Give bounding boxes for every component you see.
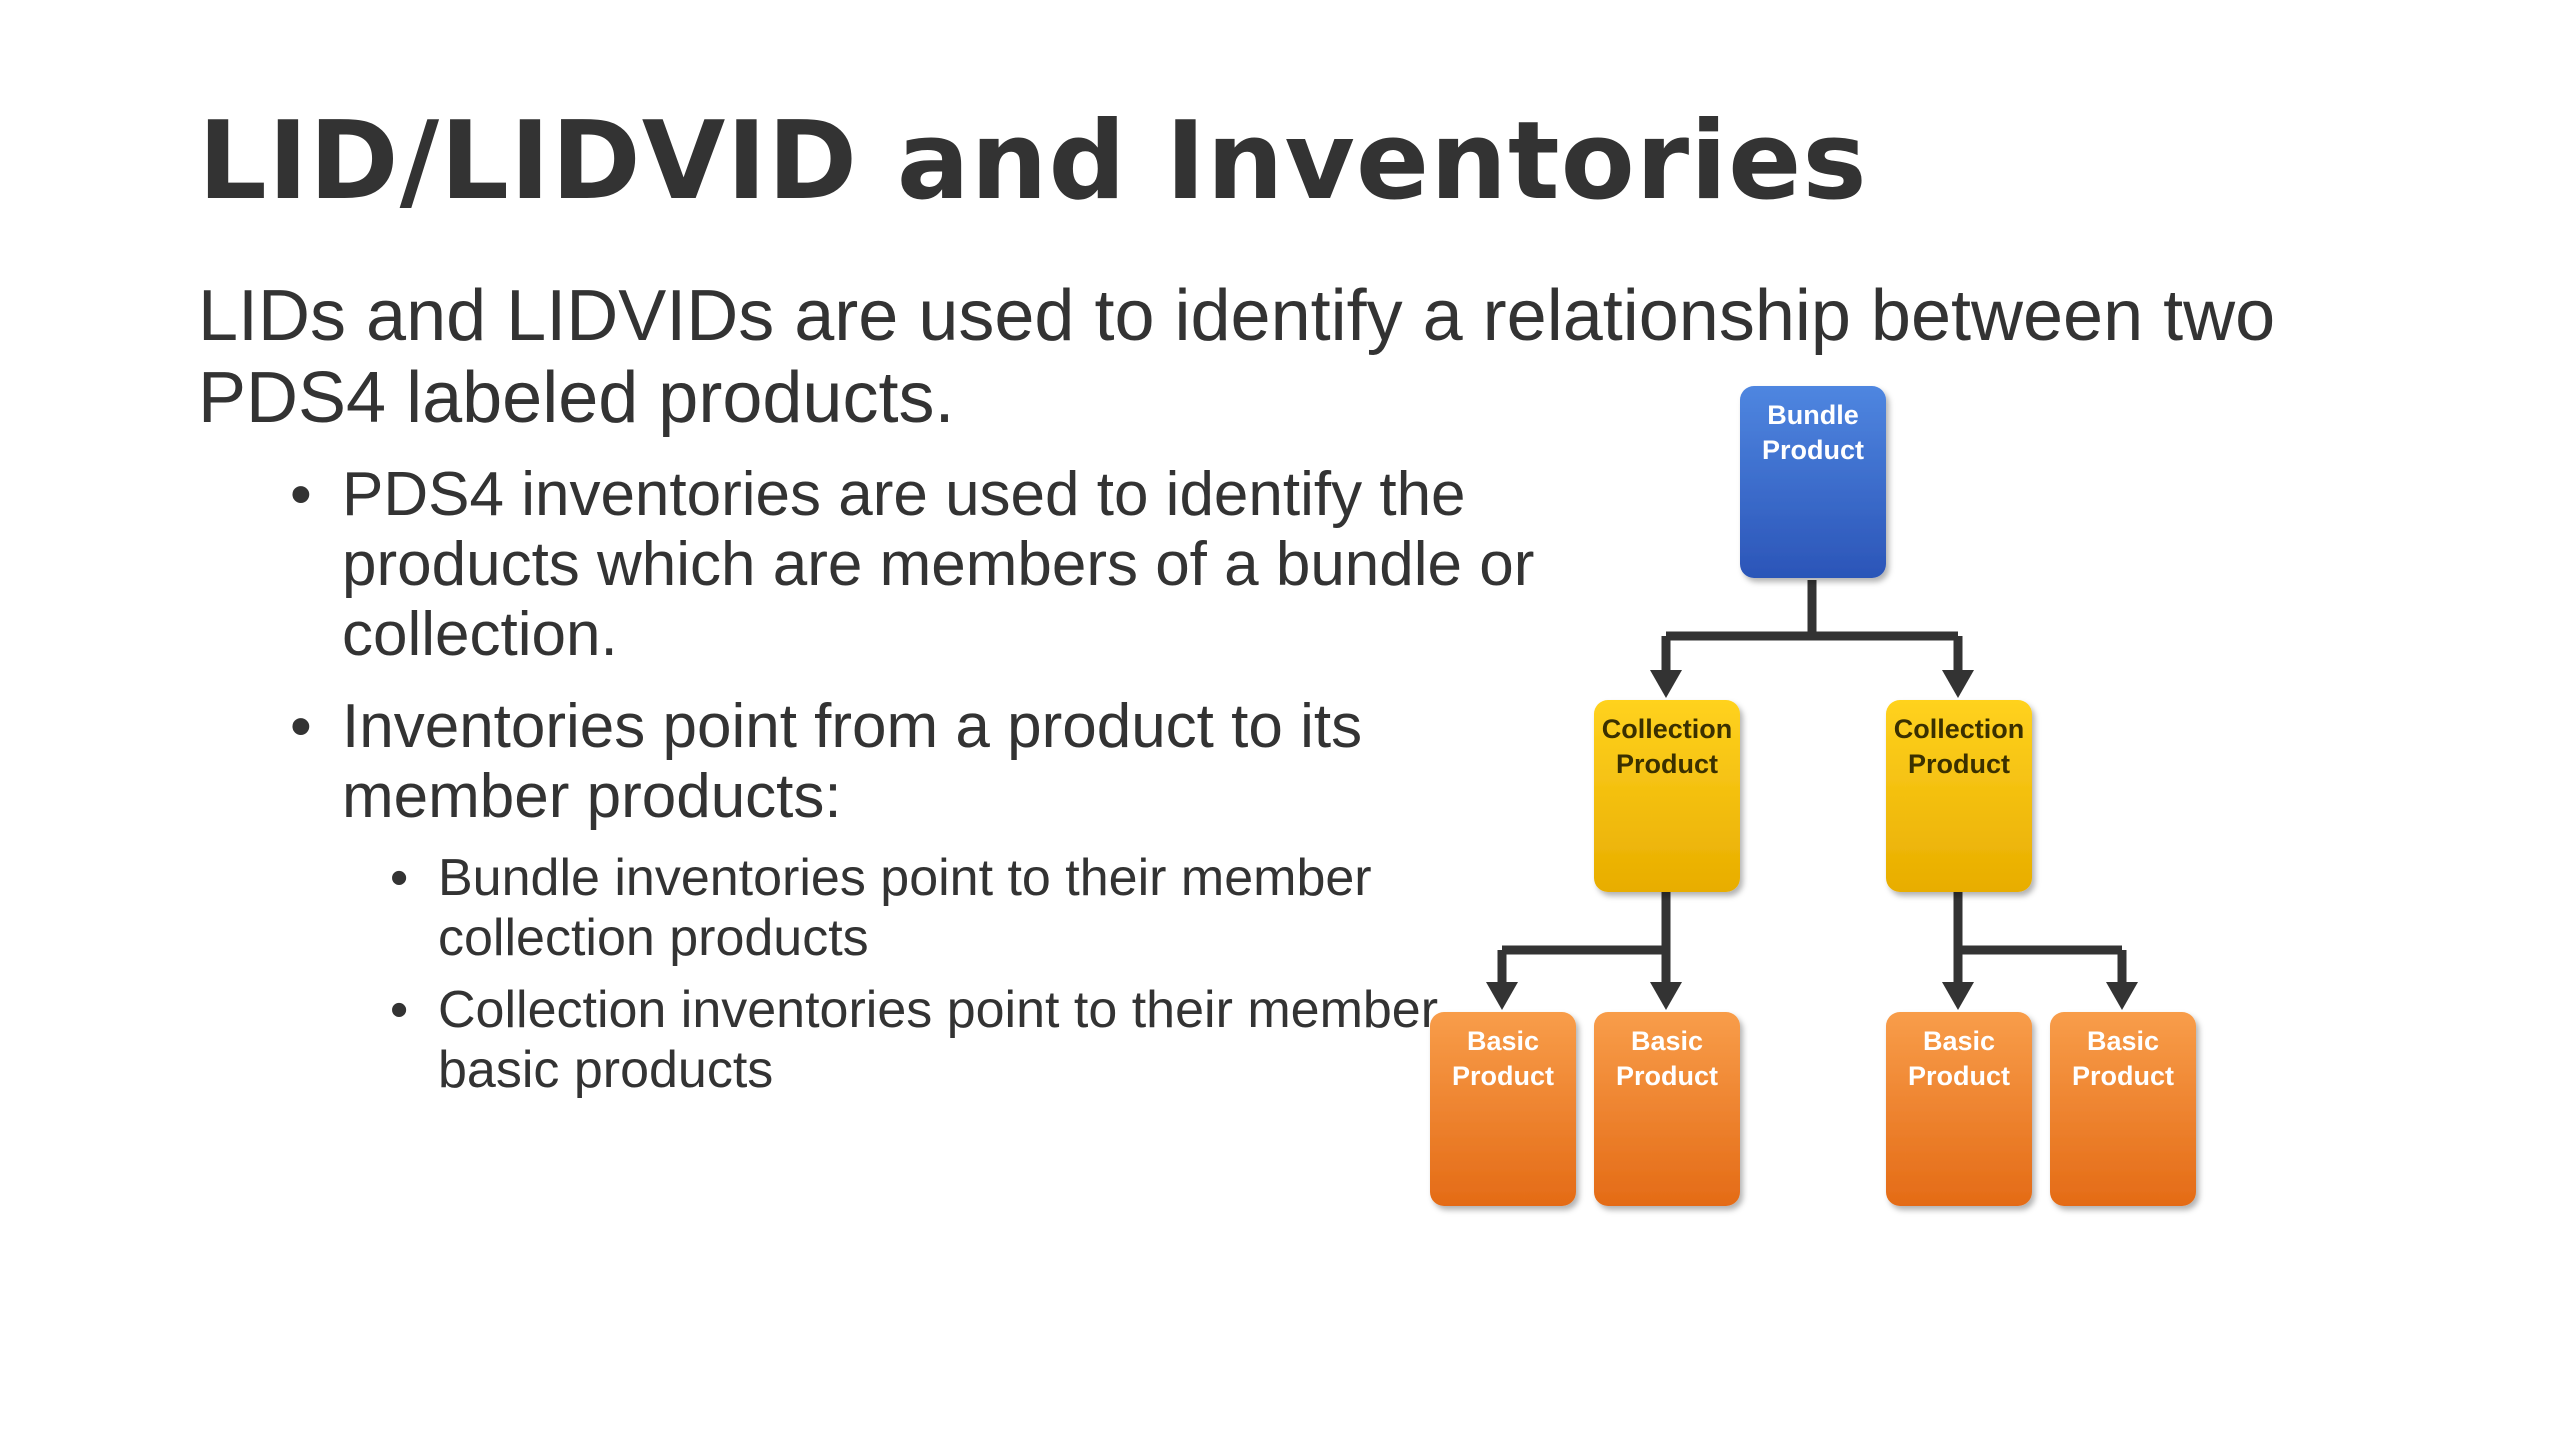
basic-node: Basic Product [2050,1012,2196,1206]
bullet-glyph: • [290,460,312,529]
collection-node: Collection Product [1886,700,2032,892]
node-label: Collection [1602,714,1733,744]
bullet-list: • PDS4 inventories are used to identify … [290,460,1550,854]
connector-bundle-to-collections [1661,580,1963,678]
list-item: • Inventories point from a product to it… [290,692,1550,832]
connector-collection-2-to-basics [1953,890,2127,990]
list-item: • PDS4 inventories are used to identify … [290,460,1550,670]
node-label: Product [1616,1061,1718,1091]
node-label: Product [1616,749,1718,779]
collection-node: Collection Product [1594,700,1740,892]
bullet-glyph: • [290,692,312,761]
bullet-text: PDS4 inventories are used to identify th… [342,460,1535,669]
arrowhead [1650,982,1682,1010]
arrowhead [1486,982,1518,1010]
node-label: Basic [1631,1026,1703,1056]
node-label: Collection [1894,714,2025,744]
connector-collection-1-to-basics [1497,890,1671,990]
bundle-node: Bundle Product [1740,386,1886,578]
sub-bullet-text: Collection inventories point to their me… [438,981,1439,1099]
node-label: Product [1908,749,2010,779]
connectors [1497,580,2127,990]
intro-text: LIDs and LIDVIDs are used to identify a … [198,276,2276,438]
list-item: • Bundle inventories point to their memb… [390,848,1450,968]
node-label: Product [1762,435,1864,465]
node-label: Product [1452,1061,1554,1091]
node-label: Product [2072,1061,2174,1091]
basic-node: Basic Product [1594,1012,1740,1206]
arrowhead [1650,670,1682,698]
basic-node: Basic Product [1430,1012,1576,1206]
arrowhead [1942,670,1974,698]
bullet-glyph: • [390,981,409,1039]
bullet-glyph: • [390,849,409,907]
node-label: Product [1908,1061,2010,1091]
bullet-text: Inventories point from a product to its … [342,692,1363,831]
sub-bullet-text: Bundle inventories point to their member… [438,849,1372,967]
sub-bullet-list: • Bundle inventories point to their memb… [390,848,1450,1112]
list-item: • Collection inventories point to their … [390,980,1450,1100]
node-label: Basic [1467,1026,1539,1056]
basic-node: Basic Product [1886,1012,2032,1206]
slide-title: LID/LIDVID and Inventories [198,99,1868,224]
node-label: Basic [1923,1026,1995,1056]
arrowheads [1486,670,2138,1010]
arrowhead [1942,982,1974,1010]
node-label: Bundle [1767,400,1859,430]
arrowhead [2106,982,2138,1010]
node-label: Basic [2087,1026,2159,1056]
